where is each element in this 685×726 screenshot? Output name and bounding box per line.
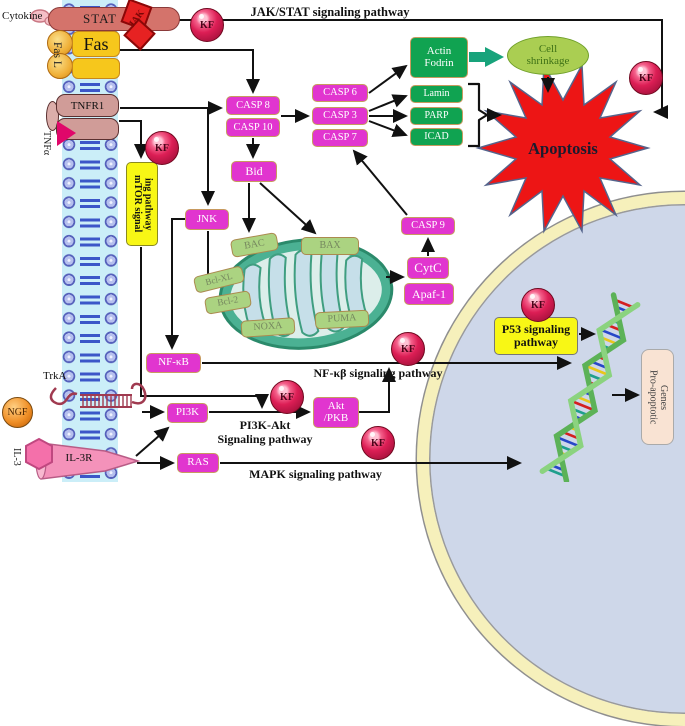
kf-marker: KF	[629, 61, 663, 95]
ngf-ligand: NGF	[2, 397, 33, 428]
arrow-il3r-to-pi3k	[135, 426, 170, 457]
pi3k-akt-pathway-label: PI3K-Akt Signaling pathway	[210, 418, 320, 447]
arrow-jnk-to-nfkb	[165, 218, 185, 350]
kf-marker: KF	[361, 426, 395, 460]
node-bid: Bid	[231, 161, 277, 182]
stat-receptor: STAT	[48, 7, 180, 31]
node-lamin: Lamin	[410, 85, 463, 103]
actin-line2: Fodrin	[424, 56, 454, 69]
pro-apoptotic-line2: Genes	[658, 384, 669, 410]
actin-line1: Actin	[426, 44, 452, 57]
node-casp10: CASP 10	[226, 118, 280, 137]
arrow-jak-to-apoptosis	[152, 19, 668, 119]
arrow-mtor-to-pi3k-akt	[140, 247, 269, 409]
cell-shrinkage-line1: Cell	[538, 42, 558, 55]
arrow-casp9-to-casp7	[352, 149, 408, 216]
fas-ligand-label: Fas L	[51, 42, 63, 68]
nfkb-pathway-label: NF-κβ signaling pathway	[313, 366, 443, 380]
node-bax: BAX	[301, 237, 359, 255]
akt-line1: Akt	[327, 399, 345, 412]
node-icad: ICAD	[410, 128, 463, 146]
node-casp7: CASP 7	[312, 129, 368, 147]
node-akt-pkb: Akt /PKB	[313, 397, 359, 428]
fas-receptor-lower	[72, 58, 120, 79]
pi3k-akt-line2: Signaling pathway	[217, 431, 313, 446]
node-casp9: CASP 9	[401, 217, 455, 235]
mtor-line2: ing pathway	[142, 177, 154, 231]
p53-line2: pathway	[513, 335, 558, 349]
mtor-line1: mTOR signal	[132, 175, 143, 233]
arrow-akt-to-nfkb-line	[359, 367, 396, 413]
node-parp: PARP	[410, 107, 463, 125]
apoptosis-label: Apoptosis	[528, 139, 598, 158]
cytokine-label: Cytokine	[2, 10, 43, 22]
node-casp8: CASP 8	[226, 96, 280, 115]
node-cytc: CytC	[407, 257, 449, 279]
kf-marker: KF	[270, 380, 304, 414]
kf-text: KF	[371, 437, 385, 449]
il3r-label: IL-3R	[65, 452, 93, 464]
dna-helix-illustration	[539, 292, 641, 482]
arrow-bid-to-bax	[259, 182, 317, 235]
node-puma: PUMA	[314, 309, 370, 330]
fas-receptor: Fas	[72, 31, 120, 57]
node-actin-fodrin: Actin Fodrin	[410, 37, 468, 78]
pi3k-akt-line1: PI3K-Akt	[239, 418, 291, 432]
apoptosis-starburst	[475, 62, 651, 234]
kf-text: KF	[155, 142, 169, 154]
tnfr1-label: TNFR1	[70, 99, 105, 112]
tnf-alpha-label: TNFα	[41, 130, 52, 156]
mapk-pathway-label: MAPK signaling pathway	[249, 467, 382, 481]
kf-marker: KF	[521, 288, 555, 322]
ngf-label: NGF	[7, 407, 28, 418]
stat-label: STAT	[82, 11, 118, 26]
pro-apoptotic-genes-box: Pro-apoptotic Genes	[641, 349, 674, 445]
kf-marker: KF	[391, 332, 425, 366]
trka-receptor	[49, 382, 147, 408]
p53-line1: P53 signaling	[501, 322, 571, 337]
kf-text: KF	[639, 72, 653, 84]
il3-ligand-hexagon	[25, 437, 53, 471]
node-ras: RAS	[177, 453, 219, 473]
kf-marker: KF	[190, 8, 224, 42]
p53-pathway-box: P53 signaling pathway	[494, 317, 578, 355]
il3-label: IL-3	[11, 448, 22, 466]
kf-text: KF	[280, 391, 294, 403]
jak-stat-pathway-label: JAK/STAT signaling pathway	[250, 5, 410, 19]
fas-ligand-shape	[47, 53, 73, 79]
kf-text: KF	[531, 299, 545, 311]
cell-shrinkage-line2: shrinkage	[526, 54, 570, 67]
mtor-pathway-box: mTOR signal ing pathway	[126, 162, 158, 246]
bracket-lamin-parp-icad	[468, 82, 489, 148]
fas-label: Fas	[83, 33, 109, 54]
thick-arrow-head	[485, 47, 504, 67]
kf-marker: KF	[145, 131, 179, 165]
arrow-casp6-to-actin	[368, 64, 408, 94]
akt-line2: /PKB	[323, 411, 349, 424]
node-casp6: CASP 6	[312, 84, 368, 102]
node-pi3k: PI3K	[167, 403, 208, 423]
trka-label: TrkA	[43, 370, 67, 382]
cell-shrinkage-ellipse: Cell shrinkage	[507, 36, 589, 75]
node-nfkb: NF-κB	[146, 353, 201, 373]
kf-text: KF	[200, 19, 214, 31]
kf-text: KF	[401, 343, 415, 355]
arrow-casp3-to-lamin	[368, 94, 408, 112]
tnfr1-receptor: TNFR1	[56, 94, 119, 117]
tnfr1-cap	[46, 101, 59, 131]
node-apaf1: Apaf-1	[404, 283, 454, 305]
arrow-fas-to-casp8	[120, 49, 260, 94]
pro-apoptotic-line1: Pro-apoptotic	[647, 369, 659, 425]
node-casp3: CASP 3	[312, 107, 368, 125]
arrow-tnfr1-to-mtor	[119, 120, 148, 159]
arrow-casp3-to-icad	[368, 120, 408, 137]
node-jnk: JNK	[185, 209, 229, 230]
